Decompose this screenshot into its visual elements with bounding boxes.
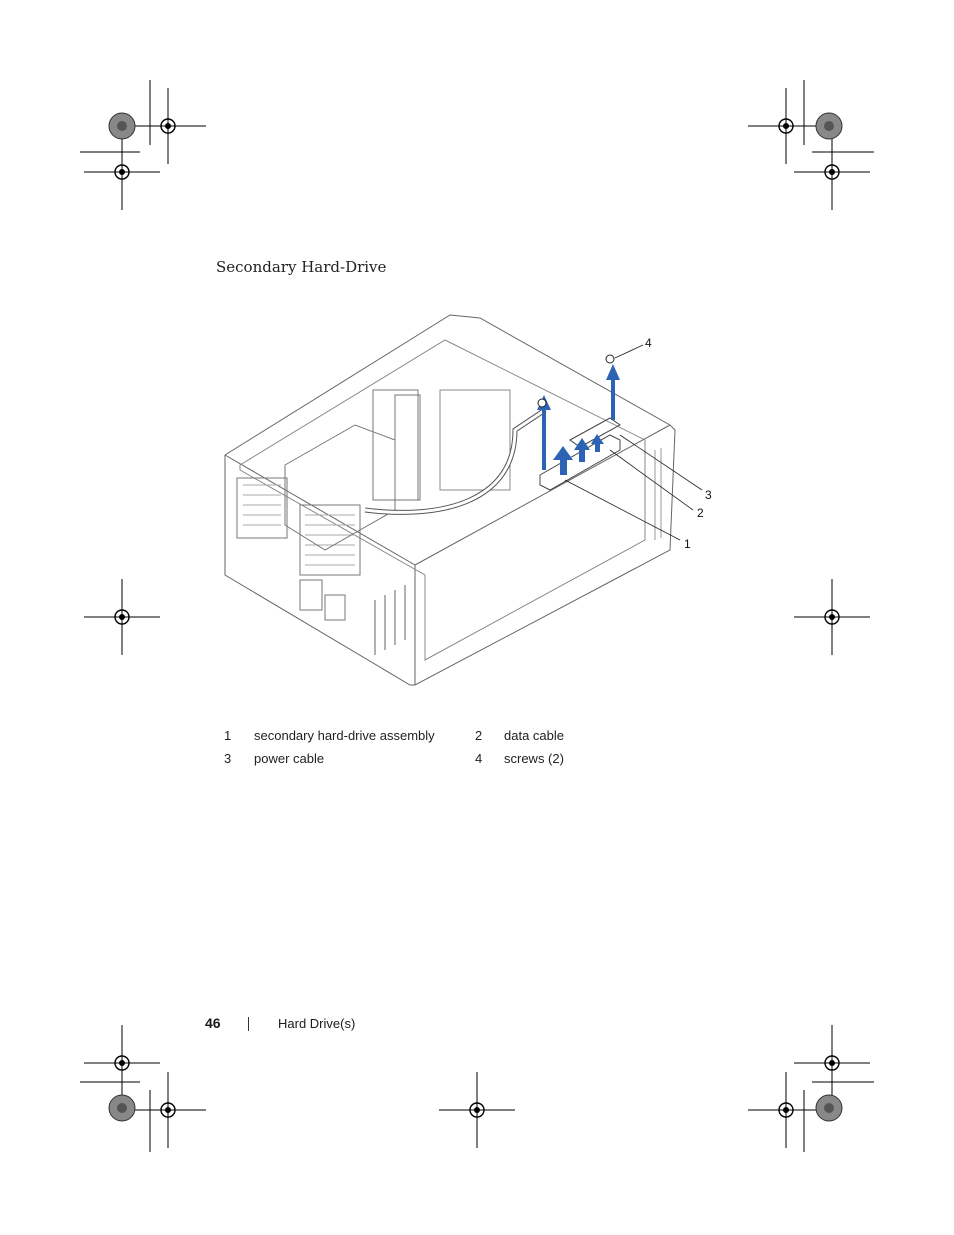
callout-3: 3: [705, 488, 712, 502]
legend-number: 3: [224, 751, 232, 766]
legend-label: power cable: [254, 751, 325, 766]
legend-label: data cable: [504, 728, 564, 743]
figure-legend: 1 secondary hard-drive assembly 2 data c…: [224, 728, 644, 774]
legend-label: screws (2): [504, 751, 564, 766]
chapter-title: Hard Drive(s): [278, 1016, 356, 1031]
legend-label: secondary hard-drive assembly: [254, 728, 435, 743]
footer-divider: [248, 1017, 249, 1031]
legend-row: 1 secondary hard-drive assembly 2 data c…: [224, 728, 644, 751]
callout-4: 4: [645, 336, 652, 350]
section-title: Secondary Hard-Drive: [216, 258, 387, 276]
chassis-illustration: [224, 314, 703, 686]
callout-2: 2: [697, 506, 704, 520]
legend-row: 3 power cable 4 screws (2): [224, 751, 644, 774]
legend-number: 1: [224, 728, 232, 743]
legend-number: 2: [475, 728, 483, 743]
page-number: 46: [205, 1015, 221, 1031]
callout-1: 1: [684, 537, 691, 551]
legend-number: 4: [475, 751, 483, 766]
